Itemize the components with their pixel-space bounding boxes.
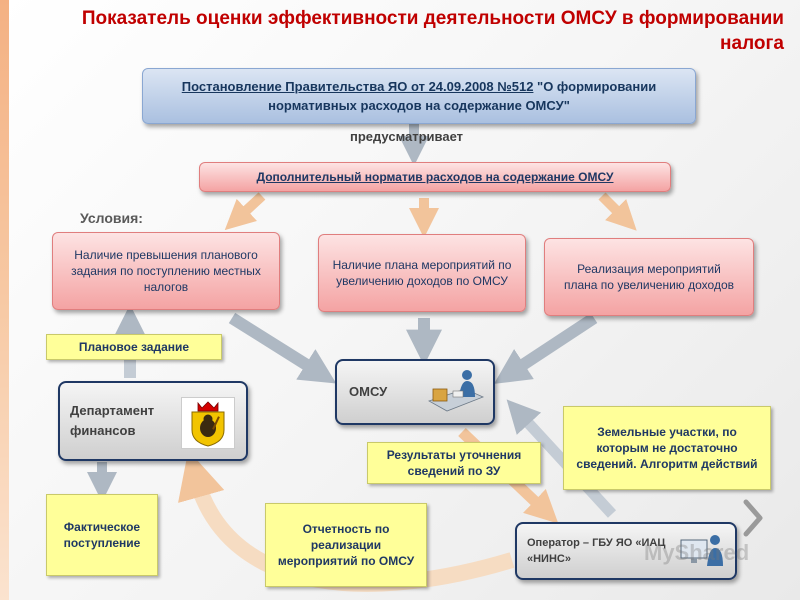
decree-box: Постановление Правительства ЯО от 24.09.…: [142, 68, 696, 124]
arrow-norm-to-condition-1: [224, 192, 266, 231]
condition-box-2: Наличие плана мероприятий по увеличению …: [318, 234, 526, 312]
dept-box: Департамент финансов: [58, 381, 248, 461]
arrow-norm-to-condition-3: [598, 192, 637, 231]
operator-name: Оператор – ГБУ ЯО «ИАЦ «НИНС»: [527, 537, 666, 565]
condition-box-3: Реализация мероприятий плана по увеличен…: [544, 238, 754, 316]
omsu-box: ОМСУ: [335, 359, 495, 425]
results-text: Результаты уточнения сведений по ЗУ: [386, 448, 522, 478]
decree-link[interactable]: Постановление Правительства ЯО от 24.09.…: [181, 79, 534, 94]
condition-text-1: Наличие превышения планового задания по …: [71, 248, 261, 294]
norm-box-text[interactable]: Дополнительный норматив расходов на соде…: [256, 170, 614, 184]
watermark: MyShared: [644, 540, 750, 565]
report-box: Отчетность по реализации мероприятий по …: [265, 503, 427, 587]
land-plots-text: Земельные участки, по которым не достато…: [576, 425, 758, 471]
operator-box: Оператор – ГБУ ЯО «ИАЦ «НИНС»: [515, 522, 737, 580]
conditions-label: Условия:: [80, 210, 143, 226]
results-box: Результаты уточнения сведений по ЗУ: [367, 442, 541, 484]
dept-name: Департамент финансов: [70, 403, 155, 438]
condition-text-2: Наличие плана мероприятий по увеличению …: [332, 258, 512, 288]
report-text: Отчетность по реализации мероприятий по …: [277, 522, 415, 568]
accent-bar: [0, 0, 9, 600]
land-plots-box: Земельные участки, по которым не достато…: [563, 406, 771, 490]
actual-receipts-text: Фактическое поступление: [63, 520, 141, 550]
arrow-condition-1-to-omsu: [228, 312, 337, 384]
yaroslavl-coat-of-arms-icon: [181, 397, 235, 449]
next-slide-chevron-icon[interactable]: [740, 498, 766, 538]
arrow-condition-3-to-omsu: [493, 312, 598, 384]
office-worker-icon: [425, 367, 487, 424]
norm-box: Дополнительный норматив расходов на соде…: [199, 162, 671, 192]
page-title: Показатель оценки эффективности деятельн…: [81, 8, 784, 54]
provides-label: предусматривает: [350, 129, 464, 144]
condition-box-1: Наличие превышения планового задания по …: [52, 232, 280, 310]
decree-title: "О формировании нормативных расходов на …: [268, 79, 657, 113]
operator-workstation-icon: [677, 530, 729, 579]
plan-task-text: Плановое задание: [78, 340, 190, 354]
plan-task-box: Плановое задание: [46, 334, 222, 360]
omsu-name: ОМСУ: [349, 384, 388, 399]
condition-text-3: Реализация мероприятий плана по увеличен…: [564, 262, 734, 292]
actual-receipts-box: Фактическое поступление: [46, 494, 158, 576]
